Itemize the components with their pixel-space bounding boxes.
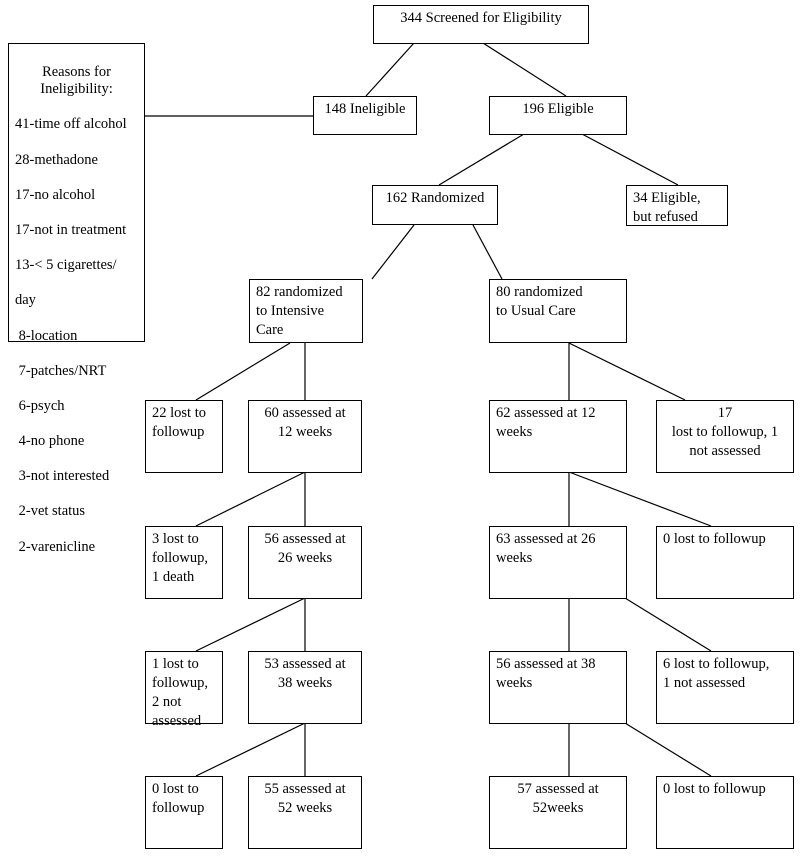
uc-lost-38-box: 6 lost to followup, 1 not assessed <box>656 651 794 724</box>
ineligibility-reasons-box: Reasons for Ineligibility: 41-time off a… <box>8 43 145 555</box>
reason-item: 6-psych <box>15 397 65 414</box>
reason-item: day <box>15 292 36 309</box>
link-uc26-lost38 <box>624 597 712 652</box>
link-screened-ineligible <box>365 42 415 97</box>
screened-box: 344 Screened for Eligibility <box>373 5 589 44</box>
link-uc12-lost26 <box>568 471 712 527</box>
reason-item: 3-not interested <box>15 468 110 485</box>
reason-item: 17-no alcohol <box>15 186 96 203</box>
link-randomized-intensive <box>371 224 415 280</box>
link-ic12-lost26 <box>195 471 306 527</box>
link-uc38-lost52 <box>624 722 712 777</box>
link-ic26-lost38 <box>195 597 306 652</box>
eligible-box: 196 Eligible <box>489 96 627 135</box>
ic-lost-52-box: 0 lost to followup <box>145 776 223 849</box>
link-eligible-randomized <box>438 133 525 186</box>
link-eligible-refused <box>581 133 679 186</box>
ic-assessed-26-box: 56 assessed at 26 weeks <box>248 526 362 599</box>
ic-assessed-38-box: 53 assessed at 38 weeks <box>248 651 362 724</box>
ineligible-box: 148 Ineligible <box>313 96 417 135</box>
reason-item: 7-patches/NRT <box>15 362 107 379</box>
randomized-box: 162 Randomized <box>372 185 498 225</box>
ic-lost-26-box: 3 lost to followup, 1 death <box>145 526 223 599</box>
link-ic38-lost52 <box>195 722 306 777</box>
reason-item: 2-varenicline <box>15 538 96 555</box>
usual-care-box: 80 randomized to Usual Care <box>489 279 627 343</box>
eligible-refused-box: 34 Eligible, but refused <box>626 185 728 226</box>
link-usual-lost12 <box>568 342 686 401</box>
ic-assessed-12-box: 60 assessed at 12 weeks <box>248 400 362 473</box>
link-screened-eligible <box>482 42 567 97</box>
link-intensive-lost12 <box>195 342 291 401</box>
intensive-care-box: 82 randomized to Intensive Care <box>249 279 363 343</box>
ic-assessed-52-box: 55 assessed at 52 weeks <box>248 776 362 849</box>
uc-assessed-12-box: 62 assessed at 12 weeks <box>489 400 627 473</box>
uc-lost-12-box: 17 lost to followup, 1 not assessed <box>656 400 794 473</box>
reason-item: 4-no phone <box>15 433 85 450</box>
reason-item: 13-< 5 cigarettes/ <box>15 257 117 274</box>
reason-item: 8-location <box>15 327 78 344</box>
uc-lost-52-box: 0 lost to followup <box>656 776 794 849</box>
reason-item: 2-vet status <box>15 503 86 520</box>
uc-assessed-52-box: 57 assessed at 52weeks <box>489 776 627 849</box>
ic-lost-12-box: 22 lost to followup <box>145 400 223 473</box>
reason-item: 17-not in treatment <box>15 221 127 238</box>
uc-assessed-38-box: 56 assessed at 38 weeks <box>489 651 627 724</box>
reason-item: 28-methadone <box>15 151 98 168</box>
uc-lost-26-box: 0 lost to followup <box>656 526 794 599</box>
uc-assessed-26-box: 63 assessed at 26 weeks <box>489 526 627 599</box>
ic-lost-38-box: 1 lost to followup, 2 not assessed <box>145 651 223 729</box>
reason-item: 41-time off alcohol <box>15 116 127 133</box>
link-randomized-usual <box>472 224 503 280</box>
reasons-title: Reasons for Ineligibility: <box>40 63 113 98</box>
